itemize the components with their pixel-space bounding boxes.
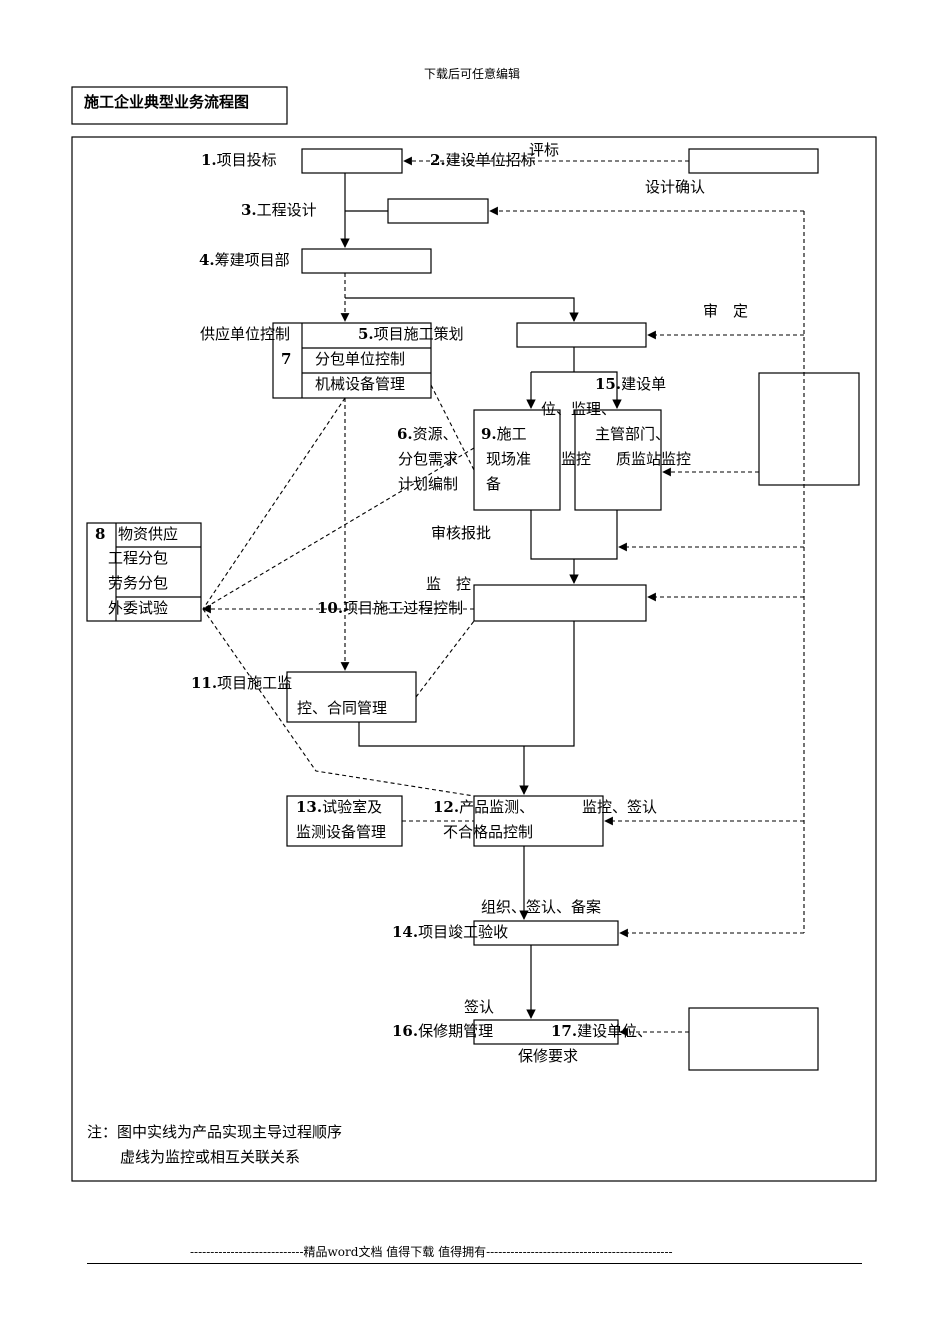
box-external-right: [758, 372, 860, 486]
step-6-line1: 6.资源、: [397, 425, 458, 443]
step-9-line1: 9.施工: [481, 425, 527, 443]
note-line2: 虚线为监控或相互关联关系: [120, 1148, 301, 1166]
edge-label-organize: 组织、签认、备案: [481, 898, 602, 916]
box-14-acceptance: [473, 920, 619, 946]
step-17-line1: 17.建设单位、: [551, 1022, 653, 1040]
step-11-line2: 控、合同管理: [297, 699, 388, 717]
step-8-line1: 物资供应: [118, 525, 179, 543]
step-15-line4: 质监站监控: [616, 450, 692, 468]
outer-frame: [71, 136, 877, 1182]
page-title: 施工企业典型业务流程图: [84, 93, 250, 111]
step-9-line2: 现场准: [486, 450, 532, 468]
box-15-owner-supervision: [574, 409, 662, 511]
step-14-label: 14.项目竣工验收: [392, 923, 509, 941]
step-11-line1: 11.项目施工监: [191, 674, 293, 692]
step-8-line3: 劳务分包: [108, 574, 169, 592]
step-8-line2: 工程分包: [108, 549, 169, 567]
box-9-site-prep: [473, 409, 561, 511]
footer-rule: [87, 1263, 862, 1264]
step-6-line2: 分包需求: [398, 450, 459, 468]
step-1-label: 1.项目投标: [201, 151, 277, 169]
step-4-label: 4.筹建项目部: [199, 251, 290, 269]
box-10-process-control: [473, 584, 647, 622]
edge-label-review: 审核报批: [431, 524, 492, 542]
step-8-line4: 外委试验: [108, 599, 169, 617]
box-planning-right: [516, 322, 647, 348]
step-9-line3: 备: [486, 475, 502, 493]
edge-label-evaluate: 评标: [529, 141, 560, 159]
box-4-project-dept: [301, 248, 432, 274]
note-line1: 注：图中实线为产品实现主导过程顺序: [87, 1123, 343, 1141]
step-5-label: 5.项目施工策划: [358, 325, 464, 343]
box-5-7-planning: [272, 322, 432, 399]
step-15-line2: 位、监理、: [541, 400, 617, 418]
footer-text: ----------------------------精品word文档 值得下…: [190, 1245, 673, 1259]
box-16-warranty: [473, 1019, 619, 1045]
step-10-label: 10.项目施工过程控制: [317, 599, 464, 617]
step-8-number: 8: [95, 525, 106, 543]
box-17-owner-warranty: [688, 1007, 819, 1071]
edge-label-monitor-sign: 监控、签认: [582, 798, 658, 816]
step-16-label: 16.保修期管理: [392, 1022, 494, 1040]
title-box: [71, 86, 288, 125]
step-2-label: 2.建设单位招标: [430, 151, 536, 169]
box-8-supply: [86, 522, 202, 622]
supplier-control-label: 供应单位控制: [200, 325, 291, 343]
step-12-line2: 不合格品控制: [443, 823, 534, 841]
box-3-design: [387, 198, 489, 224]
header-note: 下载后可任意编辑: [424, 67, 521, 81]
edge-label-sign: 签认: [464, 998, 495, 1016]
step-7-line1: 分包单位控制: [315, 350, 406, 368]
step-17-line2: 保修要求: [518, 1047, 579, 1065]
edge-label-approve: 审 定: [703, 302, 749, 320]
step-13-line1: 13.试验室及: [296, 798, 383, 816]
step-12-line1: 12.产品监测、: [433, 798, 535, 816]
box-1-bid: [301, 148, 403, 174]
step-3-label: 3.工程设计: [241, 201, 317, 219]
step-13-line2: 监测设备管理: [296, 823, 387, 841]
step-15-line3: 主管部门、: [595, 425, 671, 443]
edge-label-design-confirm: 设计确认: [645, 178, 706, 196]
step-6-line3: 计划编制: [398, 475, 459, 493]
step-15-line1: 15.建设单: [595, 375, 667, 393]
edge-label-monitor-10: 监 控: [426, 575, 472, 593]
step-7-number: 7: [281, 350, 292, 368]
edge-label-monitor-9: 监控: [561, 450, 592, 468]
step-7-line2: 机械设备管理: [315, 375, 406, 393]
box-2-owner-tender: [688, 148, 819, 174]
